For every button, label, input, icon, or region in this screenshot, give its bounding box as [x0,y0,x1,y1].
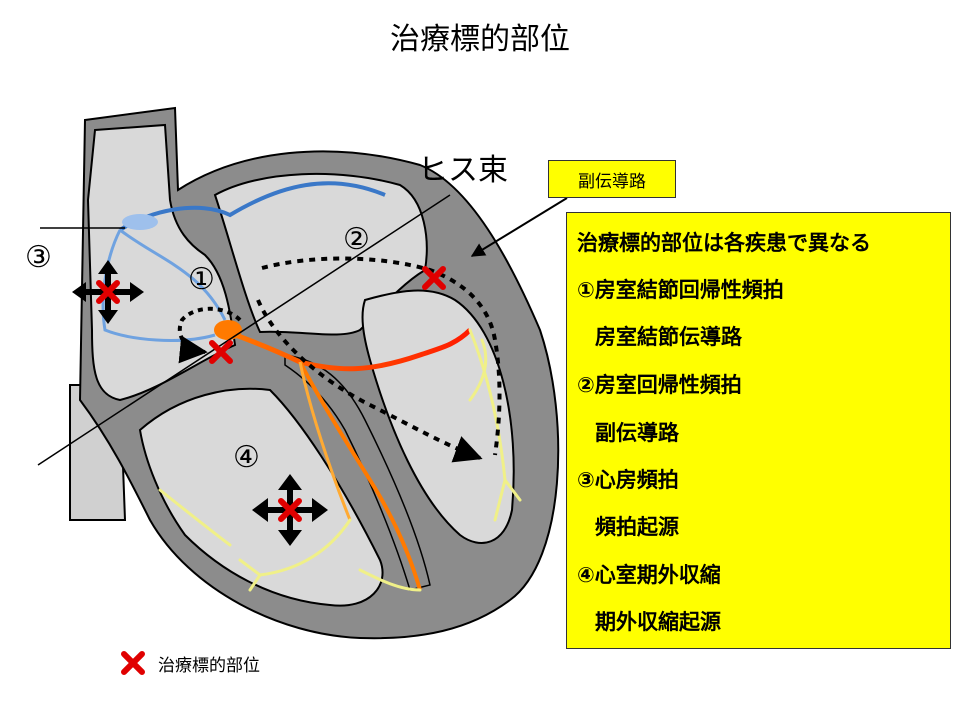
target-marker-av-node [209,340,233,364]
accessory-pathway-callout: 副伝導路 [548,160,676,198]
his-bundle-label: ヒス束 [418,153,508,188]
legend: 治療標的部位 [120,648,260,678]
label-1: ① [188,262,215,297]
reentry-circuit-avrt [256,256,500,458]
info-item: ①房室結節回帰性頻拍 [577,278,784,302]
info-subitem: 期外収縮起源 [595,610,721,634]
reentry-circuit-avnrt [177,306,242,364]
legend-x-icon [121,651,145,675]
label-4: ④ [233,440,260,475]
target-marker-ventricle [278,498,302,522]
bundle-branch-right [298,361,352,521]
info-subitem: 頻拍起源 [595,515,679,539]
av-node [214,320,242,340]
page-title: 治療標的部位 [390,22,570,57]
info-item: ②房室回帰性頻拍 [577,373,742,397]
purkinje-fibers [158,328,522,592]
his-bundle-path [221,327,472,372]
info-item: ④心室期外収縮 [577,563,721,587]
bundle-branch-left [298,361,422,591]
target-marker-atrium [96,280,120,304]
info-subitem: 副伝導路 [595,421,679,445]
accessory-arrow [470,197,568,257]
info-heading: 治療標的部位は各疾患で異なる [577,231,871,255]
target-marker-accessory-pathway [422,266,446,290]
legend-label: 治療標的部位 [158,655,260,676]
info-panel: 治療標的部位は各疾患で異なる ①房室結節回帰性頻拍 房室結節伝導路 ②房室回帰性… [566,212,951,649]
label-2: ② [343,222,370,257]
info-item: ③心房頻拍 [577,468,679,492]
his-leader-line [37,194,451,466]
info-subitem: 房室結節伝導路 [595,325,742,349]
accessory-pathway-label: 副伝導路 [578,171,646,192]
atrial-conduction-path [118,181,386,232]
sinus-node [122,214,158,230]
right-atrium-chamber [86,123,237,402]
label-3: ③ [25,240,52,275]
atrial-conduction-path-3 [119,228,227,321]
